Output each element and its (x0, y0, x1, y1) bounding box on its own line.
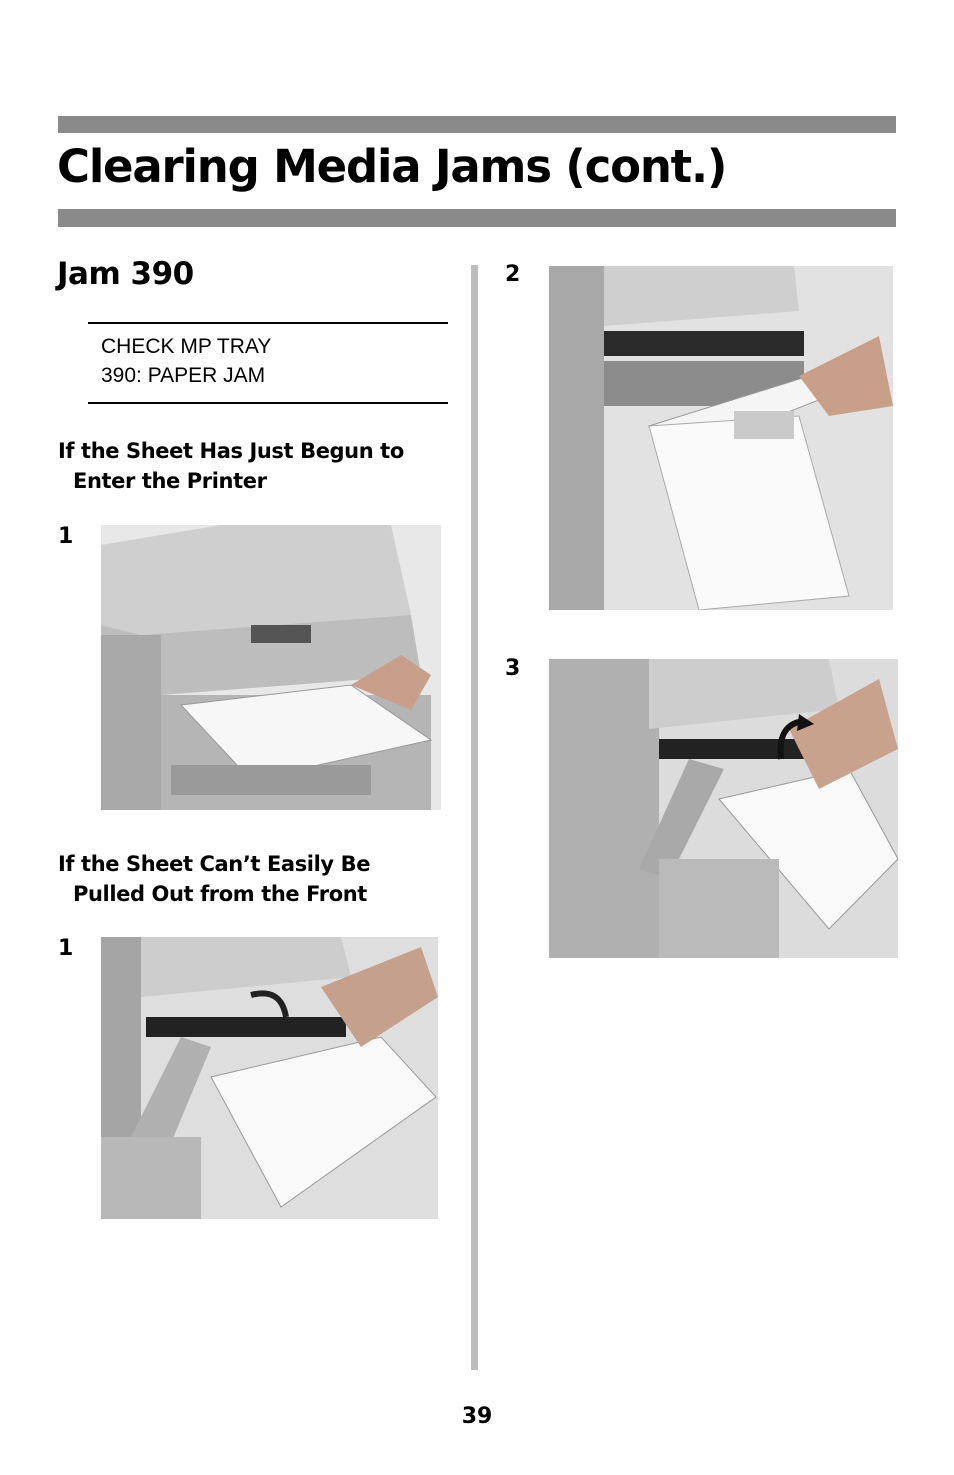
lcd-message-line-2: 390: PAPER JAM (101, 364, 266, 387)
header-rule-bottom (58, 209, 896, 227)
lcd-message-line-1: CHECK MP TRAY (101, 335, 272, 358)
procedure-a-heading-line2: Enter the Printer (73, 469, 267, 493)
printer-photo-a1 (101, 525, 441, 810)
procedure-b-heading-line1: If the Sheet Can’t Easily Be (58, 852, 371, 876)
procedure-b-step-2-number: 2 (505, 262, 521, 287)
procedure-b-heading: If the Sheet Can’t Easily Be Pulled Out … (58, 849, 370, 909)
procedure-a-step-1-number: 1 (58, 524, 74, 549)
page-number: 39 (461, 1404, 493, 1429)
procedure-b-step-3-number: 3 (505, 656, 521, 681)
printer-photo-b2 (549, 266, 893, 610)
printer-photo-b1 (101, 937, 438, 1219)
section-heading: Jam 390 (57, 256, 194, 292)
lcd-message-box: CHECK MP TRAY 390: PAPER JAM (88, 322, 448, 404)
procedure-b-step-1-number: 1 (58, 936, 74, 961)
column-divider (471, 265, 478, 1370)
page-title: Clearing Media Jams (cont.) (57, 140, 727, 193)
printer-photo-b3 (549, 659, 898, 958)
header-rule-top (58, 116, 896, 133)
procedure-a-heading: If the Sheet Has Just Begun to Enter the… (58, 436, 404, 496)
procedure-a-heading-line1: If the Sheet Has Just Begun to (58, 439, 404, 463)
procedure-b-heading-line2: Pulled Out from the Front (73, 882, 367, 906)
